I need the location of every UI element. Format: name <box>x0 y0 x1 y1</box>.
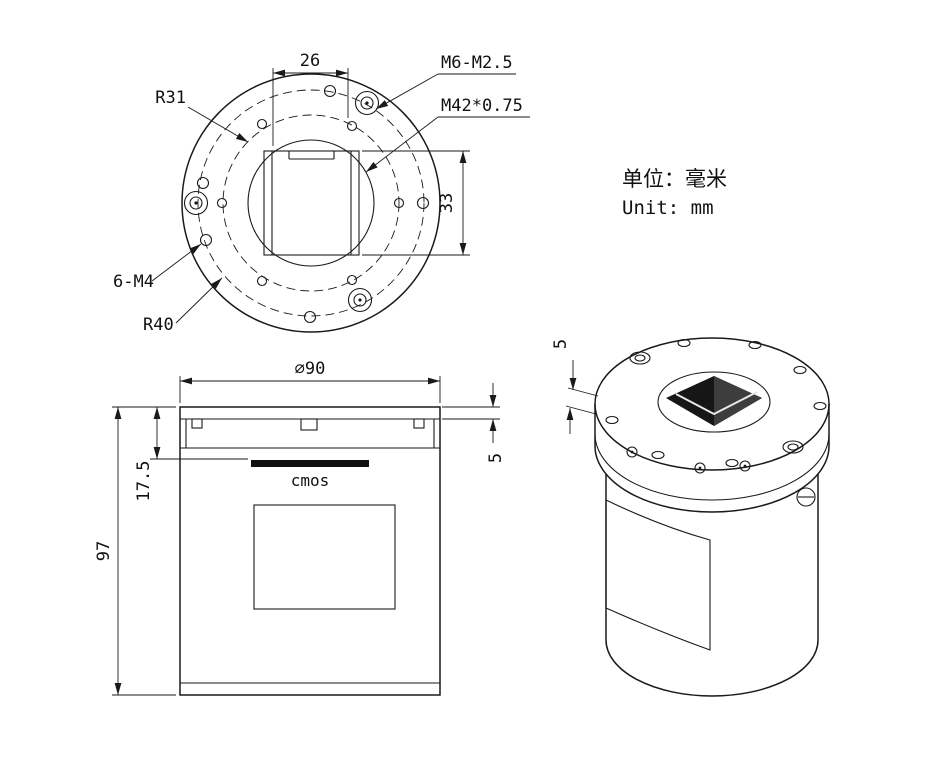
dim-33-text: 33 <box>437 193 457 213</box>
label-m6-m25-text: M6-M2.5 <box>441 53 513 73</box>
label-r31: R31 <box>155 88 249 143</box>
dim-33: 33 <box>362 150 470 256</box>
unit-note-cn: 单位：毫米 <box>622 167 727 191</box>
body-outline <box>179 406 441 696</box>
label-r40-text: R40 <box>143 315 174 335</box>
top-ring-tab-left <box>191 418 203 429</box>
label-6-m4: 6-M4 <box>113 243 202 292</box>
m6-counterbore-screws <box>183 90 380 313</box>
label-6-m4-text: 6-M4 <box>113 272 154 292</box>
iso-side-screws <box>626 446 816 507</box>
dim-5-front-text: 5 <box>486 453 506 463</box>
front-view: cmos ⌀90 97 17.5 5 <box>94 359 506 696</box>
heatsink-fins <box>253 504 396 610</box>
dim-5-front: 5 <box>442 383 506 463</box>
label-m42-text: M42*0.75 <box>441 96 523 116</box>
iso-top-holes <box>605 338 827 468</box>
iso-sensor-opening <box>657 371 771 433</box>
bolt-circle-r31 <box>222 114 400 292</box>
dim-5-iso-text: 5 <box>551 339 571 349</box>
dim-97: 97 <box>94 406 176 696</box>
dim-17-5: 17.5 <box>134 407 248 501</box>
dim-diameter-90: ⌀90 <box>179 359 441 403</box>
iso-body-bottom <box>605 639 819 697</box>
sensor-window <box>263 150 360 256</box>
label-r40: R40 <box>143 277 223 335</box>
dim-97-text: 97 <box>94 541 114 561</box>
iso-heatsink-fins <box>605 499 711 651</box>
top-ring-tab-center <box>300 418 318 431</box>
m2-5-holes <box>216 118 405 287</box>
label-m6-m25: M6-M2.5 <box>375 53 516 110</box>
dim-5-iso: 5 <box>551 339 599 434</box>
label-r31-text: R31 <box>155 88 186 108</box>
top-view: 26 33 M6-M2.5 M42*0.75 R31 6-M4 <box>113 51 530 335</box>
flange-outer-circle <box>181 73 441 333</box>
label-m42: M42*0.75 <box>365 96 530 173</box>
unit-note-en: Unit: mm <box>622 197 714 219</box>
unit-note: 单位：毫米 Unit: mm <box>622 167 727 219</box>
dim-diameter-text: ⌀90 <box>295 359 326 379</box>
sensor-bar <box>251 460 369 467</box>
iso-view: 5 <box>551 337 830 697</box>
dim-17-5-text: 17.5 <box>134 461 154 502</box>
m4-holes <box>196 84 430 324</box>
bolt-circle-r40 <box>197 89 425 317</box>
m42-thread-circle <box>247 139 375 267</box>
dim-26-text: 26 <box>300 51 320 71</box>
sensor-label: cmos <box>291 471 330 490</box>
top-ring-tab-right <box>413 418 425 429</box>
dim-26: 26 <box>272 51 349 146</box>
